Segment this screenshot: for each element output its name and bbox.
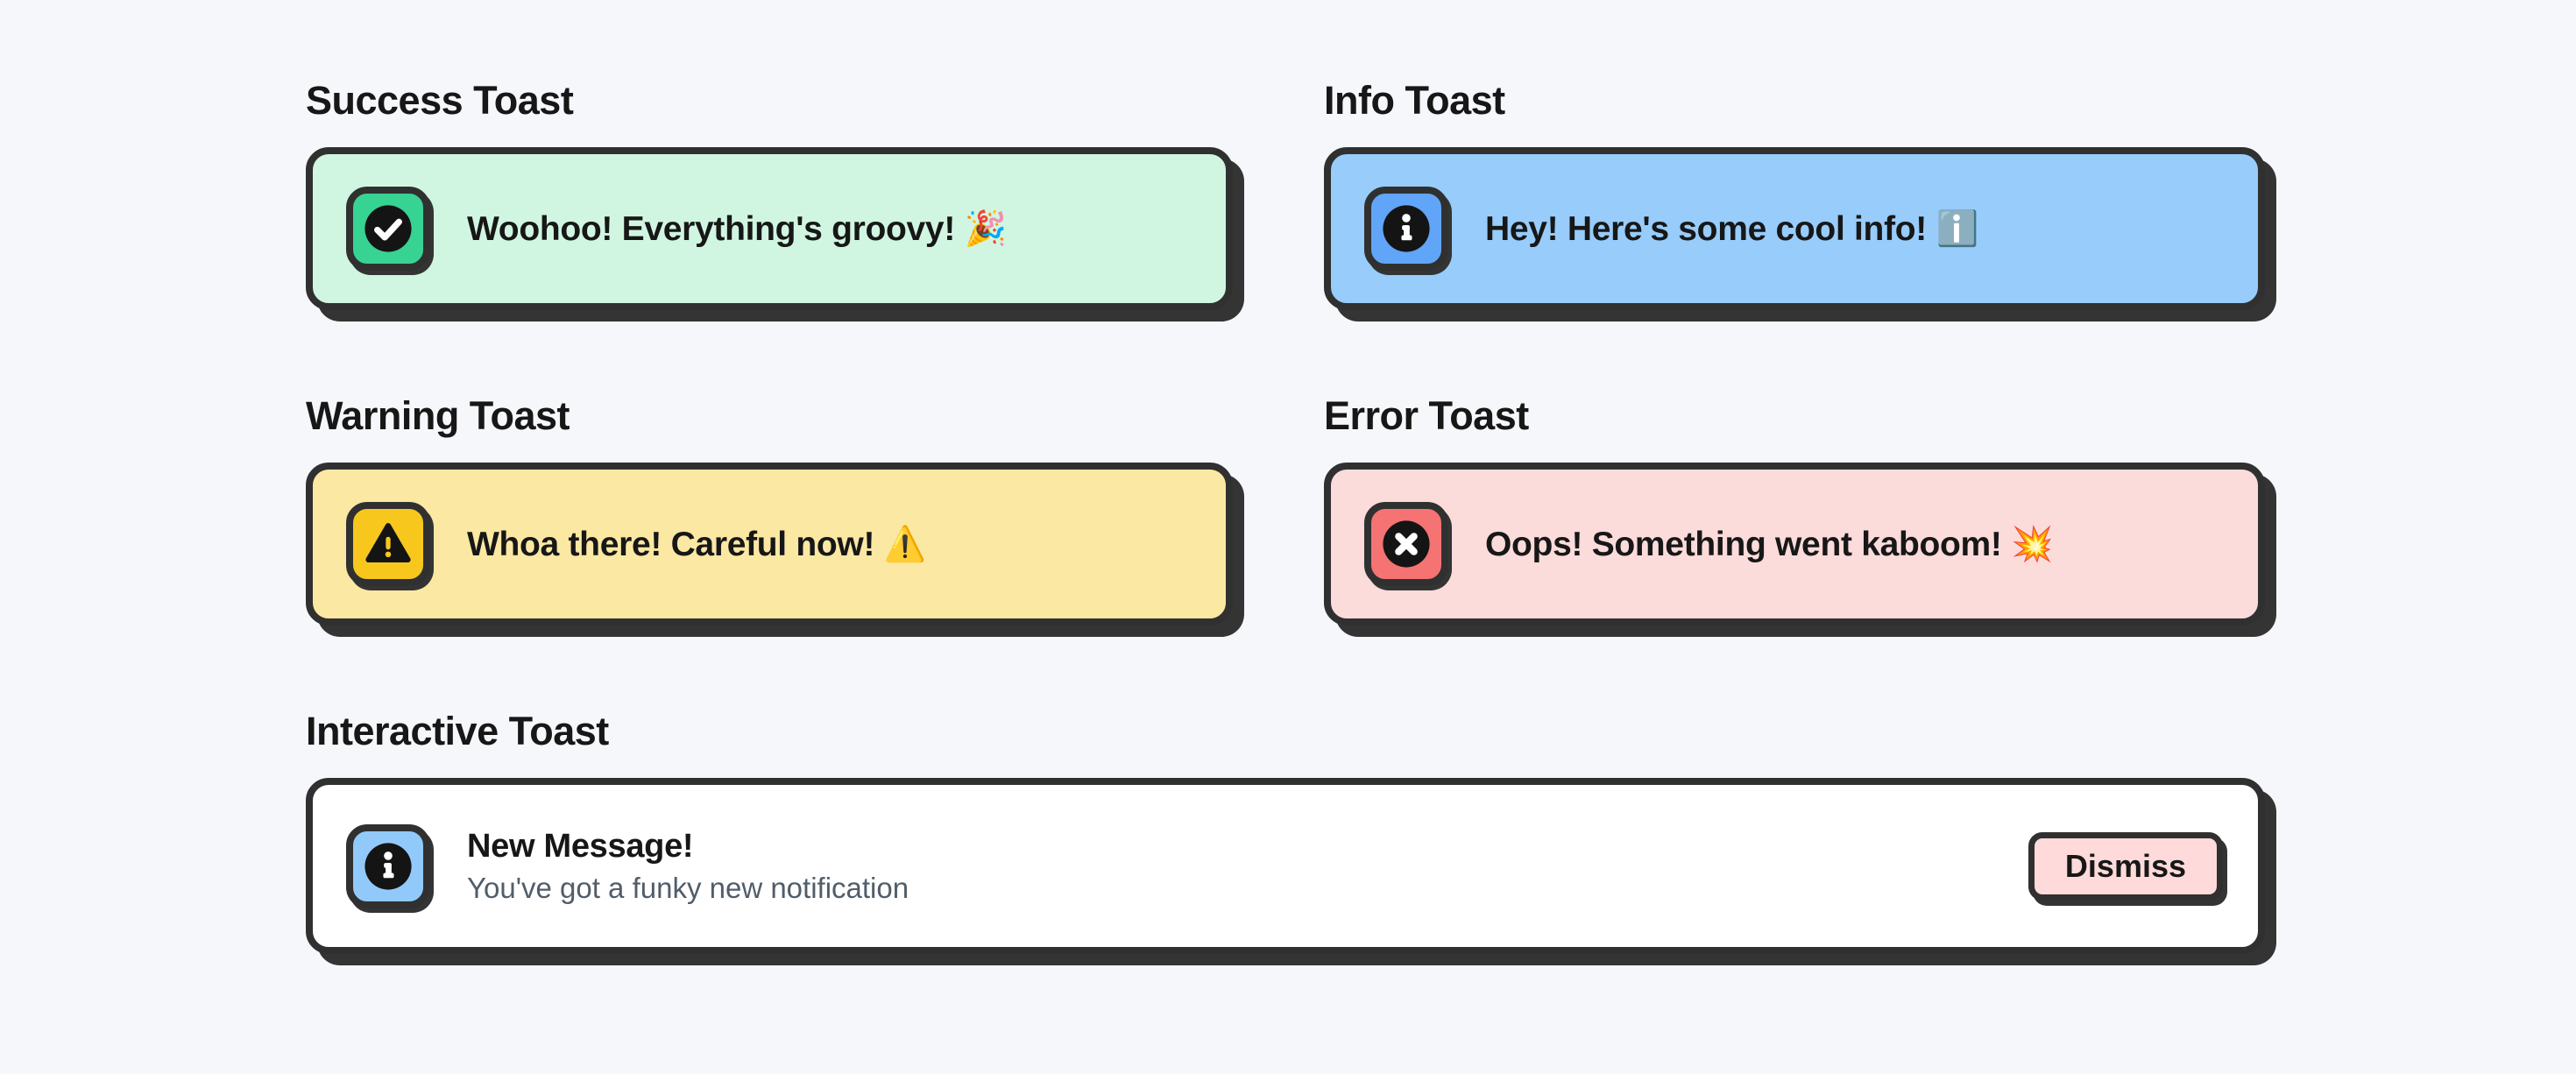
interactive-toast-subtitle: You've got a funky new notification xyxy=(467,871,909,904)
info-toast: Hey! Here's some cool info! ℹ️ xyxy=(1324,147,2265,310)
check-circle-icon xyxy=(346,187,430,271)
error-toast: Oops! Something went kaboom! 💥 xyxy=(1324,463,2265,625)
success-toast-section: Success Toast Woohoo! Everything's groov… xyxy=(306,77,1233,310)
error-toast-message: Oops! Something went kaboom! 💥 xyxy=(1485,526,2054,563)
circle-x-icon xyxy=(1364,502,1448,586)
warning-toast: Whoa there! Careful now! ⚠️ xyxy=(306,463,1233,625)
toast-showcase: Success Toast Woohoo! Everything's groov… xyxy=(306,77,2265,954)
info-circle-icon xyxy=(346,823,430,908)
toast-grid: Success Toast Woohoo! Everything's groov… xyxy=(306,77,2265,625)
section-title-warning: Warning Toast xyxy=(306,393,570,438)
warning-toast-section: Warning Toast Whoa there! Careful now! ⚠… xyxy=(306,392,1233,625)
interactive-toast: New Message! You've got a funky new noti… xyxy=(306,778,2265,954)
triangle-warning-icon xyxy=(346,502,430,586)
dismiss-button[interactable]: Dismiss xyxy=(2028,831,2223,901)
warning-toast-message: Whoa there! Careful now! ⚠️ xyxy=(467,526,926,563)
interactive-toast-text: New Message! You've got a funky new noti… xyxy=(467,828,909,905)
info-toast-message: Hey! Here's some cool info! ℹ️ xyxy=(1485,210,1978,248)
section-title-interactive: Interactive Toast xyxy=(306,709,609,753)
success-toast: Woohoo! Everything's groovy! 🎉 xyxy=(306,147,1233,310)
section-title-success: Success Toast xyxy=(306,78,574,123)
error-toast-section: Error Toast Oops! Something went kaboom!… xyxy=(1324,392,2265,625)
section-title-info: Info Toast xyxy=(1324,78,1505,123)
success-toast-message: Woohoo! Everything's groovy! 🎉 xyxy=(467,210,1007,248)
interactive-toast-heading: New Message! xyxy=(467,827,694,865)
info-circle-icon xyxy=(1364,187,1448,271)
interactive-toast-section: Interactive Toast New Message! You've go… xyxy=(306,708,2265,954)
info-toast-section: Info Toast Hey! Here's some cool info! ℹ… xyxy=(1324,77,2265,310)
section-title-error: Error Toast xyxy=(1324,393,1529,438)
